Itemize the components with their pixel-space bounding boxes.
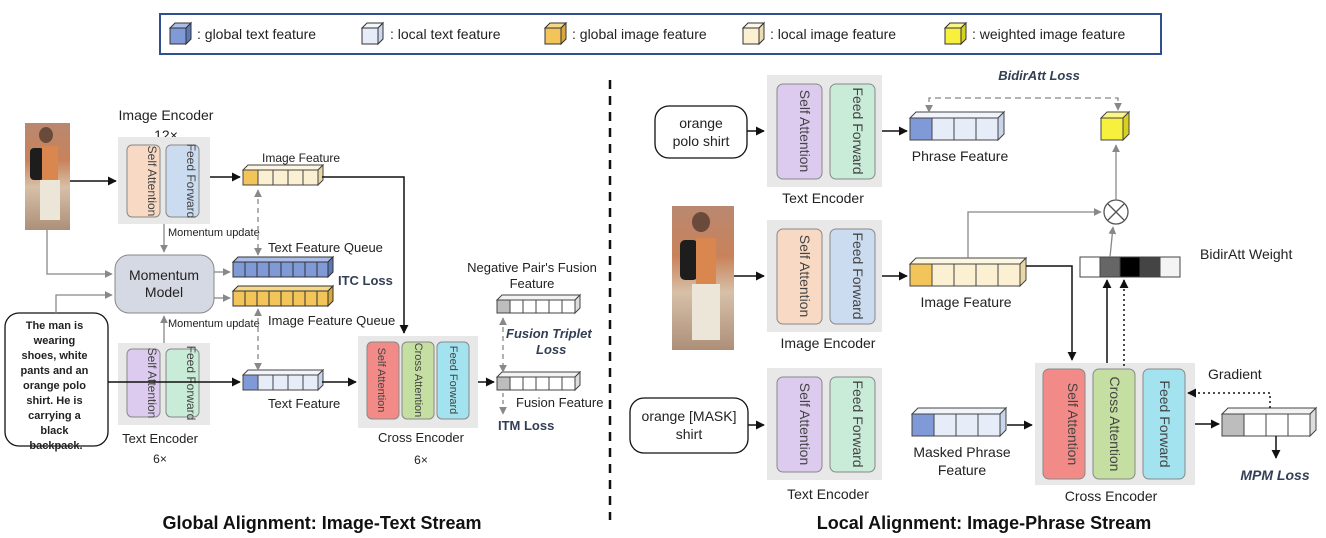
gradient-label: Gradient: [1208, 366, 1262, 382]
legend-weighted-image-label: : weighted image feature: [972, 26, 1126, 42]
svg-text:Cross Attention: Cross Attention: [412, 343, 424, 418]
local-text-encoder-bottom-label: Text Encoder: [787, 486, 869, 502]
svg-text:Feed Forward: Feed Forward: [850, 87, 866, 174]
svg-text:Self Attention: Self Attention: [1065, 383, 1081, 466]
global-image-feature-vector: [241, 163, 325, 187]
local-bottom-feed-forward: Feed Forward: [829, 376, 876, 473]
multiply-icon: [1103, 199, 1129, 225]
negative-fusion-vector: [495, 293, 582, 315]
global-text-feature-vector: [241, 368, 325, 392]
svg-text:Feed Forward: Feed Forward: [184, 346, 198, 421]
global-text-encoder-label: Text Encoder: [122, 431, 199, 446]
legend-local-text-icon: [360, 21, 385, 46]
svg-text:Feed Forward: Feed Forward: [1157, 380, 1173, 467]
legend-local-image-icon: [741, 21, 766, 46]
local-bottom-self-attention: Self Attention: [776, 376, 823, 473]
mpm-loss-label: MPM Loss: [1240, 467, 1309, 483]
itc-loss-label: ITC Loss: [338, 273, 393, 288]
global-section-title: Global Alignment: Image-Text Stream: [162, 513, 481, 533]
global-cross-feed-forward: Feed Forward: [436, 341, 470, 420]
legend: : global text feature : local text featu…: [159, 13, 1162, 55]
global-image-encoder-self-attention: Self Attention: [126, 144, 161, 218]
phrase-feature-label: Phrase Feature: [912, 148, 1009, 164]
local-section-title: Local Alignment: Image-Phrase Stream: [817, 513, 1151, 533]
local-top-feed-forward: Feed Forward: [829, 83, 876, 180]
local-image-feature-label: Image Feature: [920, 294, 1011, 310]
global-cross-cross-attention: Cross Attention: [401, 341, 435, 420]
global-text-encoder-repeat: 6×: [153, 452, 167, 466]
svg-text:Self Attention: Self Attention: [145, 146, 159, 217]
image-feature-queue-label: Image Feature Queue: [268, 313, 395, 328]
global-image-encoder-label: Image Encoder: [119, 107, 214, 123]
fusion-feature-label: Fusion Feature: [516, 395, 603, 410]
phrase-feature-vector: [908, 110, 1006, 142]
legend-global-image-icon: [543, 21, 568, 46]
svg-text:Self Attention: Self Attention: [145, 348, 159, 419]
svg-text:Self Attention: Self Attention: [375, 348, 387, 413]
svg-text:Feed Forward: Feed Forward: [184, 144, 198, 219]
svg-text:Self Attention: Self Attention: [797, 90, 813, 173]
bidiratt-weight-label: BidirAtt Weight: [1200, 246, 1292, 262]
svg-text:Feed Forward: Feed Forward: [850, 232, 866, 319]
legend-local-image-label: : local image feature: [770, 26, 896, 42]
itm-loss-label: ITM Loss: [498, 418, 554, 433]
svg-text:Feed Forward: Feed Forward: [447, 346, 459, 414]
local-arrows: [734, 97, 1281, 459]
local-image-feed-forward: Feed Forward: [829, 228, 876, 325]
text-feature-queue: [231, 255, 335, 279]
masked-phrase-feature-vector: [910, 406, 1008, 438]
momentum-update-bottom: Momentum update: [168, 318, 260, 330]
local-image-encoder-label: Image Encoder: [781, 335, 876, 351]
local-image-self-attention: Self Attention: [776, 228, 823, 325]
momentum-update-top: Momentum update: [168, 227, 260, 239]
global-text-encoder-self-attention: Self Attention: [126, 348, 161, 419]
global-text-feature-label: Text Feature: [268, 396, 340, 411]
local-top-self-attention: Self Attention: [776, 83, 823, 180]
legend-local-text-label: : local text feature: [390, 26, 501, 42]
global-image-encoder-feed-forward: Feed Forward: [165, 144, 200, 219]
svg-text:Feed Forward: Feed Forward: [850, 380, 866, 467]
svg-text:Self Attention: Self Attention: [797, 383, 813, 466]
fusion-feature-vector: [495, 370, 582, 392]
local-image-feature-vector: [908, 256, 1028, 288]
bidiratt-weight-bar: [1079, 256, 1181, 278]
svg-text:Cross Attention: Cross Attention: [1107, 377, 1123, 472]
phrase-input-box: [654, 105, 748, 159]
global-cross-encoder-repeat: 6×: [414, 453, 428, 467]
legend-weighted-image-icon: [943, 21, 968, 46]
legend-global-text-label: : global text feature: [197, 26, 316, 42]
local-text-encoder-top-label: Text Encoder: [782, 190, 864, 206]
global-cross-encoder-label: Cross Encoder: [378, 430, 465, 445]
text-feature-queue-label: Text Feature Queue: [268, 240, 383, 255]
global-arrows: [46, 172, 507, 415]
mpm-output-vector: [1220, 406, 1318, 438]
local-cross-self-attention: Self Attention: [1042, 368, 1086, 480]
momentum-model-box: [114, 254, 215, 314]
image-feature-queue: [231, 284, 335, 308]
global-cross-self-attention: Self Attention: [366, 341, 400, 420]
local-cross-cross-attention: Cross Attention: [1092, 368, 1136, 480]
svg-text:Self Attention: Self Attention: [797, 235, 813, 318]
local-cross-feed-forward: Feed Forward: [1142, 368, 1186, 480]
masked-input-text: orange [MASK]shirt: [642, 408, 737, 442]
person-photo: [25, 123, 70, 230]
bidiratt-loss-label: BidirAtt Loss: [998, 68, 1080, 83]
weighted-image-feature-cube: [1099, 110, 1131, 142]
global-image-feature-label: Image Feature: [262, 151, 340, 165]
legend-global-image-label: : global image feature: [572, 26, 707, 42]
legend-global-text-icon: [168, 21, 193, 46]
global-text-encoder-feed-forward: Feed Forward: [165, 346, 200, 421]
local-cross-encoder-label: Cross Encoder: [1065, 488, 1158, 504]
global-caption-text: The man is wearing shoes, white pants an…: [21, 320, 92, 452]
local-person-photo: [672, 206, 734, 350]
